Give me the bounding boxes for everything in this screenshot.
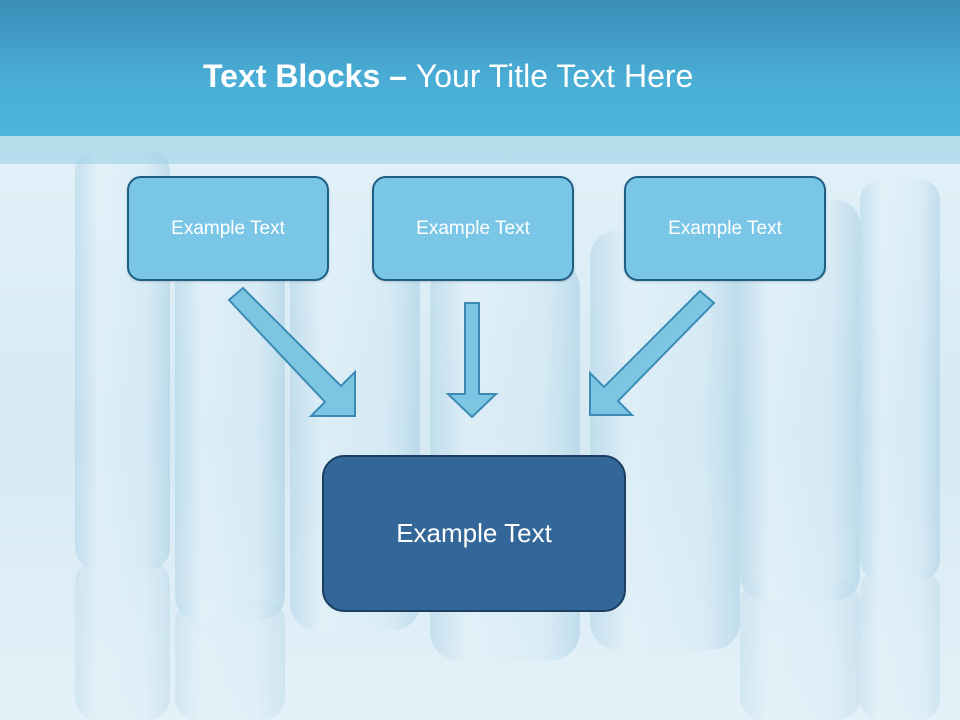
text-block-main-label: Example Text bbox=[396, 518, 552, 548]
title-bar-strip bbox=[0, 136, 960, 164]
text-block-left[interactable]: Example Text bbox=[127, 176, 329, 281]
slide-title-dash: – bbox=[380, 58, 416, 94]
text-block-center-label: Example Text bbox=[416, 217, 530, 239]
text-block-left-label: Example Text bbox=[171, 217, 285, 239]
arrow-right-diagonal bbox=[589, 289, 716, 416]
text-block-center[interactable]: Example Text bbox=[372, 176, 574, 281]
slide-title: Text Blocks – Your Title Text Here bbox=[203, 54, 693, 98]
arrow-left-diagonal bbox=[227, 286, 356, 417]
text-block-main[interactable]: Example Text bbox=[322, 455, 626, 612]
slide-title-bold: Text Blocks bbox=[203, 58, 381, 94]
arrow-center-down bbox=[445, 302, 499, 419]
text-block-right-label: Example Text bbox=[668, 217, 782, 239]
title-bar bbox=[0, 0, 960, 136]
text-block-right[interactable]: Example Text bbox=[624, 176, 826, 281]
slide-title-rest: Your Title Text Here bbox=[415, 58, 694, 94]
